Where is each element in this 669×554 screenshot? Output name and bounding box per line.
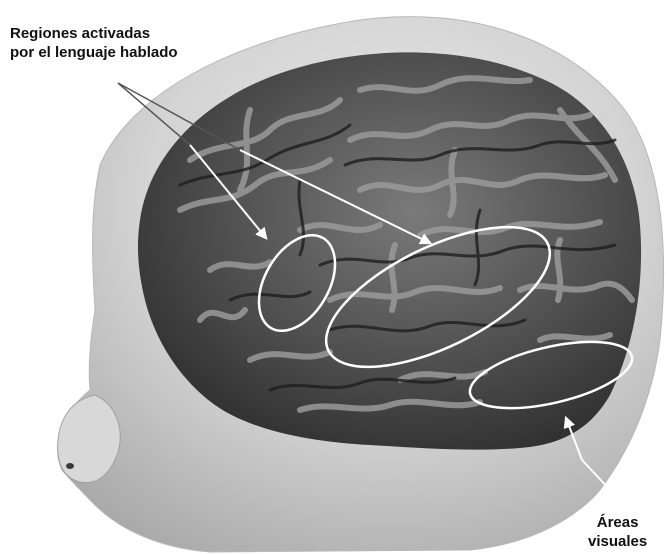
label-spoken-line1: Regiones activadas xyxy=(10,24,178,43)
label-visual-areas: Áreas visuales xyxy=(588,513,647,551)
label-spoken-line2: por el lenguaje hablado xyxy=(10,43,178,62)
label-visual-line2: visuales xyxy=(588,532,647,551)
label-visual-line1: Áreas xyxy=(588,513,647,532)
brain-shape xyxy=(138,52,641,449)
label-spoken-language-regions: Regiones activadas por el lenguaje habla… xyxy=(10,24,178,62)
nostril-shape xyxy=(66,463,74,469)
